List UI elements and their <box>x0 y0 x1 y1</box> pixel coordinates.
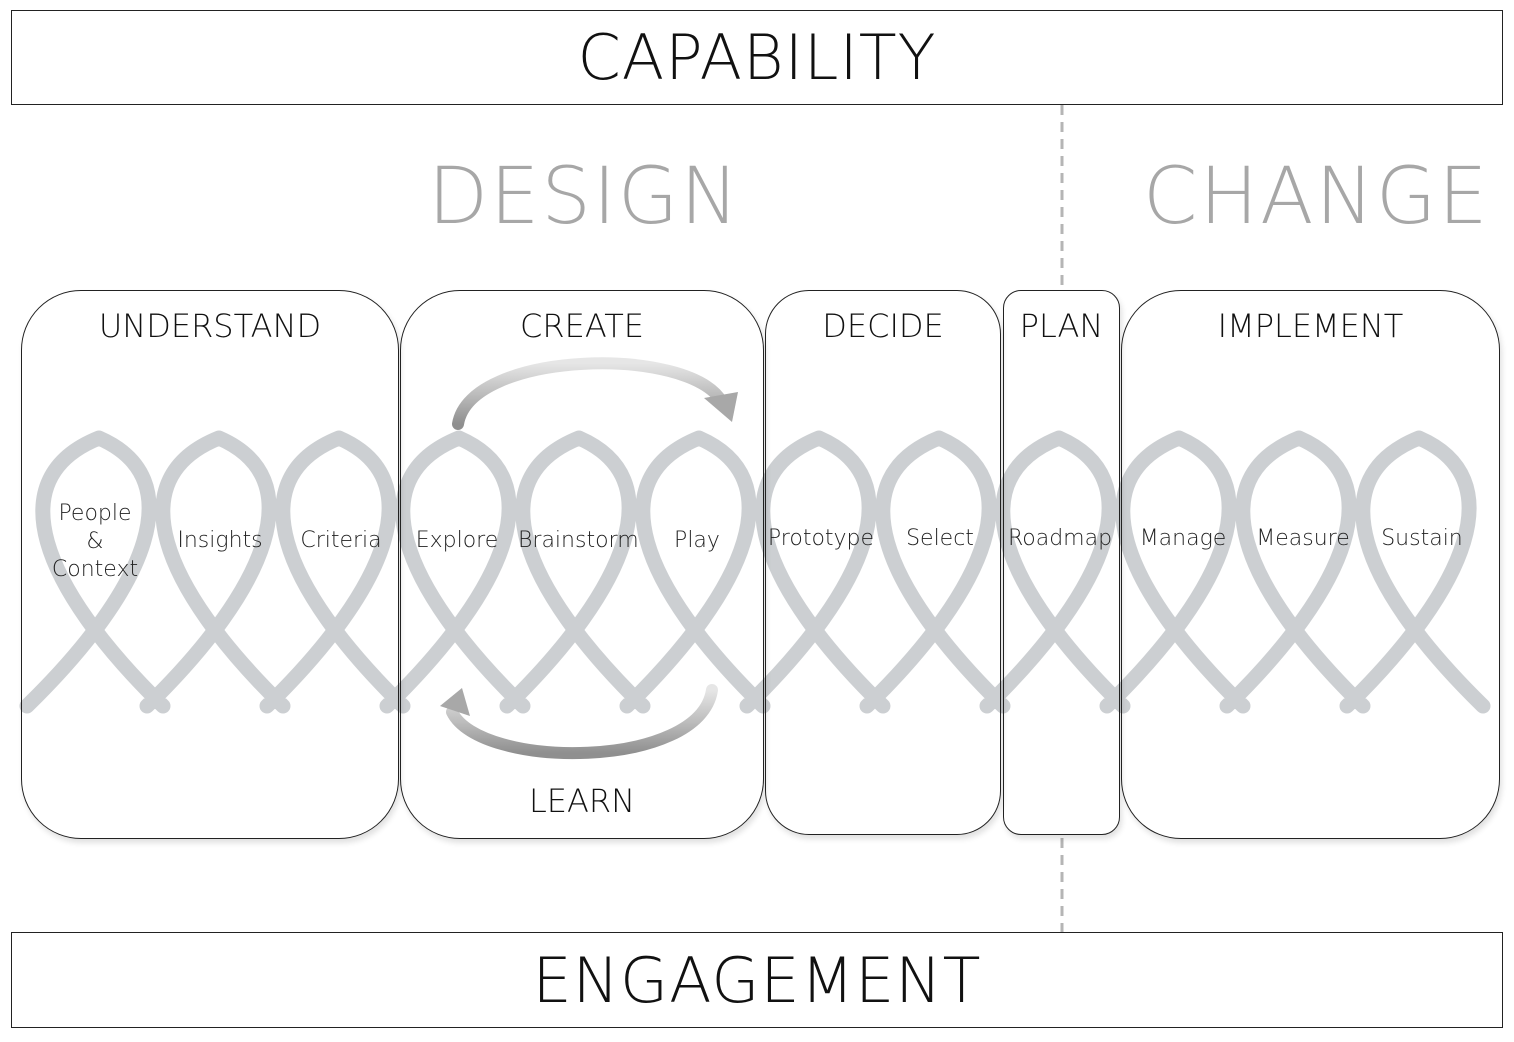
cycle-arrow-bottom <box>446 684 718 760</box>
step-prototype: Prototype <box>767 526 875 551</box>
cycle-arrow-top <box>452 357 728 430</box>
cycle-arrowhead-top <box>704 392 738 422</box>
design-phase-label: DESIGN <box>428 152 741 242</box>
cycle-arrowhead-bottom <box>440 688 470 716</box>
loop-chain <box>19 430 1491 714</box>
stage-title: DECIDE <box>822 307 944 345</box>
stage-create: CREATE <box>400 290 764 839</box>
engagement-label: ENGAGEMENT <box>532 943 982 1017</box>
step-play: Play <box>674 528 720 553</box>
stage-title: IMPLEMENT <box>1217 307 1404 345</box>
learn-label: LEARN <box>528 782 636 820</box>
engagement-band: ENGAGEMENT <box>11 932 1503 1028</box>
step-explore: Explore <box>415 528 499 553</box>
stage-title: UNDERSTAND <box>98 307 322 345</box>
step-sustain: Sustain <box>1381 526 1463 551</box>
step-measure: Measure <box>1256 526 1350 551</box>
stage-implement: IMPLEMENT <box>1121 290 1500 839</box>
loop-path <box>19 430 1491 714</box>
step-insights: Insights <box>177 528 263 553</box>
step-people-context: People & Context <box>51 501 139 582</box>
stage-plan: PLAN <box>1003 290 1120 835</box>
step-select: Select <box>906 526 974 551</box>
capability-label: CAPABILITY <box>577 21 937 94</box>
stage-decide: DECIDE <box>765 290 1001 835</box>
stage-title: CREATE <box>520 307 644 345</box>
stage-understand: UNDERSTAND <box>21 290 399 839</box>
step-criteria: Criteria <box>300 528 382 553</box>
change-phase-label: CHANGE <box>1143 152 1490 242</box>
step-manage: Manage <box>1139 526 1227 551</box>
step-roadmap: Roadmap <box>1007 526 1113 551</box>
stage-title: PLAN <box>1019 307 1104 345</box>
step-brainstorm: Brainstorm <box>518 528 639 553</box>
capability-band: CAPABILITY <box>11 10 1503 105</box>
